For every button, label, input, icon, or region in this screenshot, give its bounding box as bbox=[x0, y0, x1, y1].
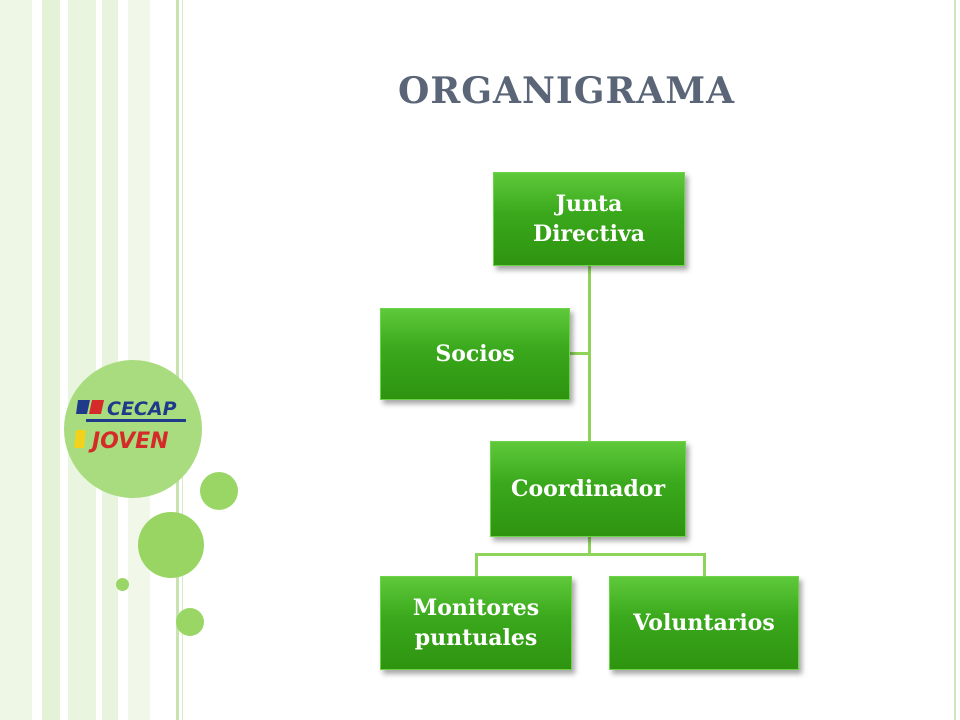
slide-title: ORGANIGRAMA bbox=[398, 70, 736, 112]
org-node-coordinador: Coordinador bbox=[490, 441, 686, 537]
org-node-label: Monitores puntuales bbox=[412, 595, 540, 651]
decor-stripe bbox=[0, 0, 32, 720]
logo-text-joven: JOVEN bbox=[88, 429, 169, 454]
connector-coordinador-down bbox=[588, 537, 591, 555]
decor-divider-line bbox=[182, 0, 183, 720]
org-node-junta-directiva: Junta Directiva bbox=[493, 172, 685, 266]
org-node-label: Voluntarios bbox=[633, 610, 775, 636]
decor-bubble bbox=[116, 578, 129, 591]
decor-stripe bbox=[60, 0, 68, 720]
org-node-monitores-puntuales: Monitores puntuales bbox=[380, 576, 572, 670]
decor-bubble bbox=[200, 472, 238, 510]
decor-stripe bbox=[32, 0, 42, 720]
decor-stripe bbox=[68, 0, 96, 720]
decor-stripe bbox=[42, 0, 60, 720]
org-node-label: Coordinador bbox=[510, 476, 666, 502]
decor-stripe bbox=[96, 0, 102, 720]
connector-monitores bbox=[475, 553, 478, 576]
connector-voluntarios bbox=[703, 553, 706, 576]
decor-bubble bbox=[176, 608, 204, 636]
connector-horizontal-bar bbox=[475, 553, 706, 556]
decor-right-border bbox=[954, 0, 956, 720]
logo-graphic: CECAP JOVEN bbox=[74, 398, 186, 454]
connector-socios bbox=[570, 352, 590, 355]
decor-stripe bbox=[102, 0, 118, 720]
org-node-label: Junta Directiva bbox=[533, 191, 645, 247]
org-node-voluntarios: Voluntarios bbox=[609, 576, 799, 670]
cecap-joven-logo: CECAP JOVEN bbox=[64, 360, 202, 498]
org-node-socios: Socios bbox=[380, 308, 570, 400]
decor-bubble bbox=[138, 512, 204, 578]
logo-text-cecap: CECAP bbox=[107, 398, 177, 420]
decor-divider-line bbox=[176, 0, 179, 720]
org-node-label: Socios bbox=[435, 341, 515, 367]
